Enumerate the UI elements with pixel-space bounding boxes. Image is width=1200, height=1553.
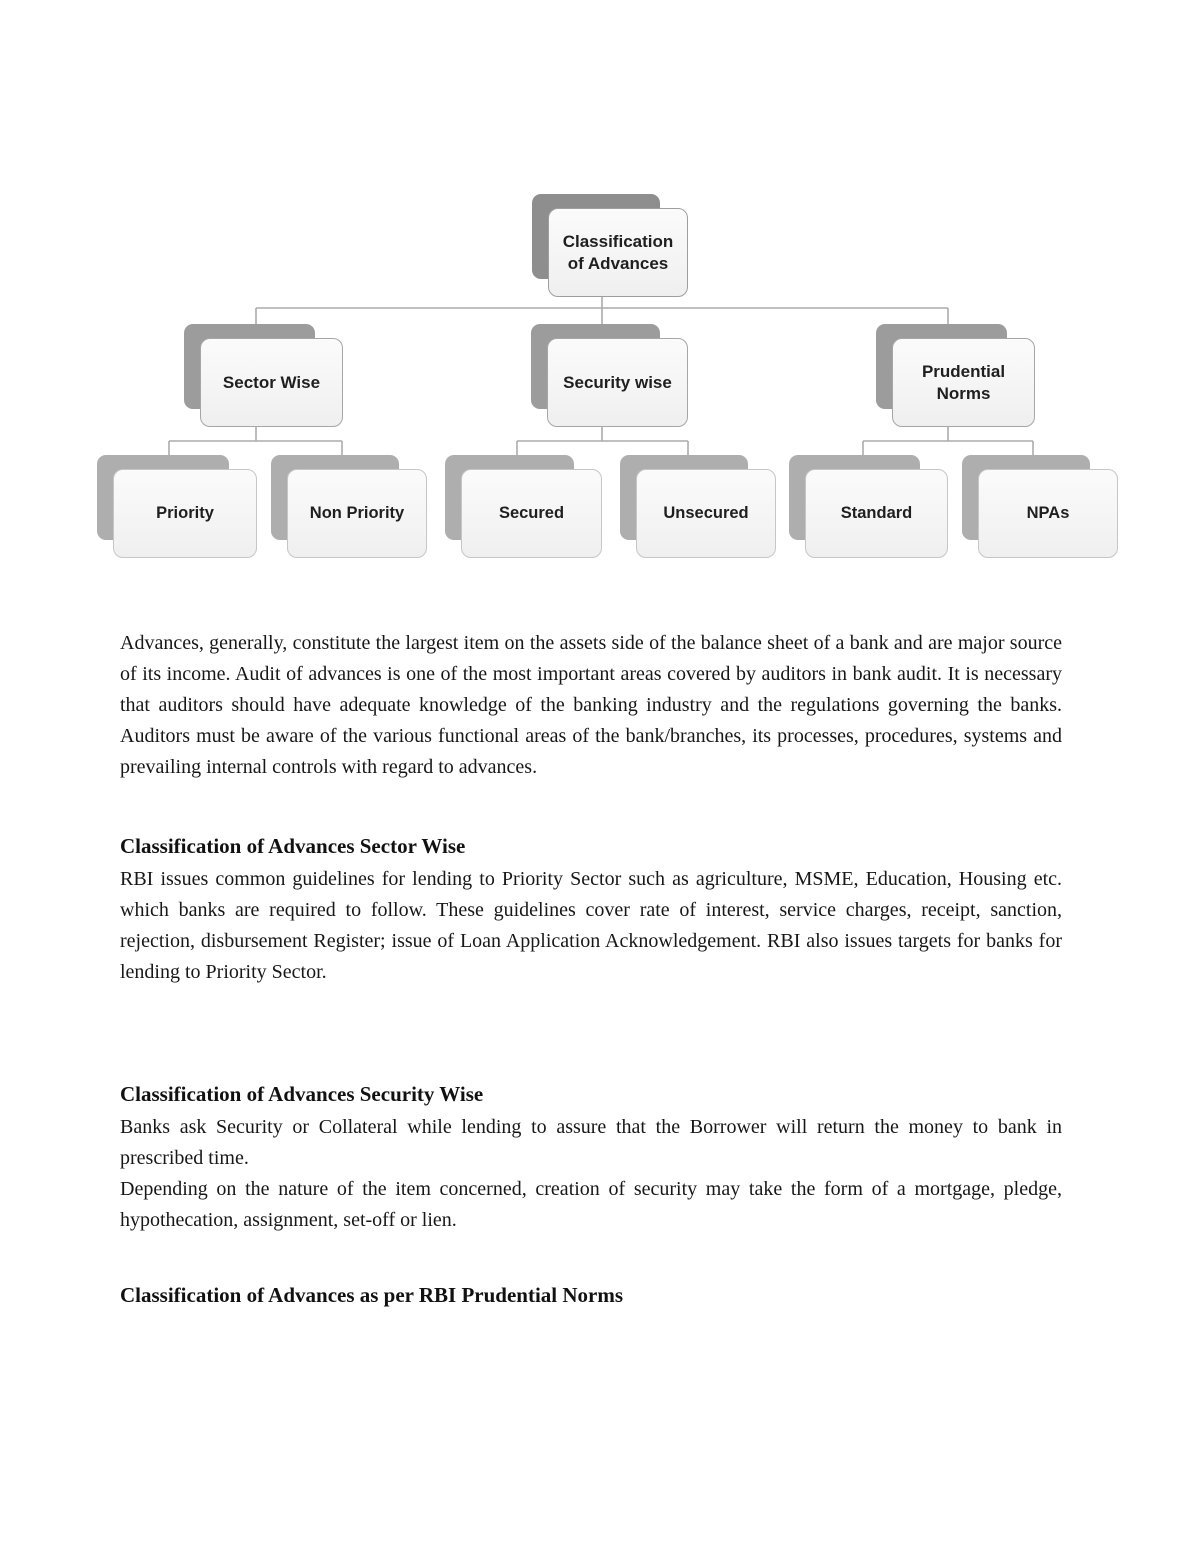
node-label: Non Priority <box>309 504 405 523</box>
node-non-priority: Non Priority <box>271 455 427 558</box>
node-label: Standard <box>840 504 913 523</box>
node-npas: NPAs <box>962 455 1118 558</box>
node-label: Sector Wise <box>222 372 321 392</box>
node-label: Secured <box>498 504 565 523</box>
node-sector-wise: Sector Wise <box>184 324 343 427</box>
node-label: Unsecured <box>663 504 749 523</box>
security-wise-paragraph-2: Depending on the nature of the item conc… <box>120 1178 1062 1231</box>
node-classification-of-advances: Classification of Advances <box>532 194 688 297</box>
heading-prudential-norms: Classification of Advances as per RBI Pr… <box>120 1283 624 1307</box>
node-box: Classification of Advances <box>548 208 688 297</box>
node-box: Priority <box>113 469 257 558</box>
node-unsecured: Unsecured <box>620 455 776 558</box>
node-box: Non Priority <box>287 469 427 558</box>
node-label: Prudential Norms <box>921 362 1006 403</box>
security-wise-paragraph-1: Banks ask Security or Collateral while l… <box>120 1116 1062 1169</box>
node-box: NPAs <box>978 469 1118 558</box>
node-label: NPAs <box>1026 504 1070 523</box>
node-label: Classification of Advances <box>562 232 674 273</box>
node-label: Security wise <box>563 372 672 392</box>
body-text: Advances, generally, constitute the larg… <box>120 628 1062 1311</box>
classification-of-advances-diagram: Classification of Advances Sector Wise S… <box>0 0 1200 600</box>
heading-sector-wise: Classification of Advances Sector Wise <box>120 834 466 858</box>
node-box: Secured <box>461 469 602 558</box>
node-priority: Priority <box>97 455 257 558</box>
node-box: Security wise <box>547 338 688 427</box>
node-label: Priority <box>156 504 214 523</box>
node-prudential-norms: Prudential Norms <box>876 324 1035 427</box>
node-box: Sector Wise <box>200 338 343 427</box>
node-box: Standard <box>805 469 948 558</box>
node-standard: Standard <box>789 455 948 558</box>
heading-security-wise: Classification of Advances Security Wise <box>120 1082 484 1106</box>
sector-wise-paragraph: RBI issues common guidelines for lending… <box>120 868 1062 983</box>
node-security-wise: Security wise <box>531 324 688 427</box>
node-box: Prudential Norms <box>892 338 1035 427</box>
node-secured: Secured <box>445 455 602 558</box>
intro-paragraph: Advances, generally, constitute the larg… <box>120 632 1062 778</box>
node-box: Unsecured <box>636 469 776 558</box>
